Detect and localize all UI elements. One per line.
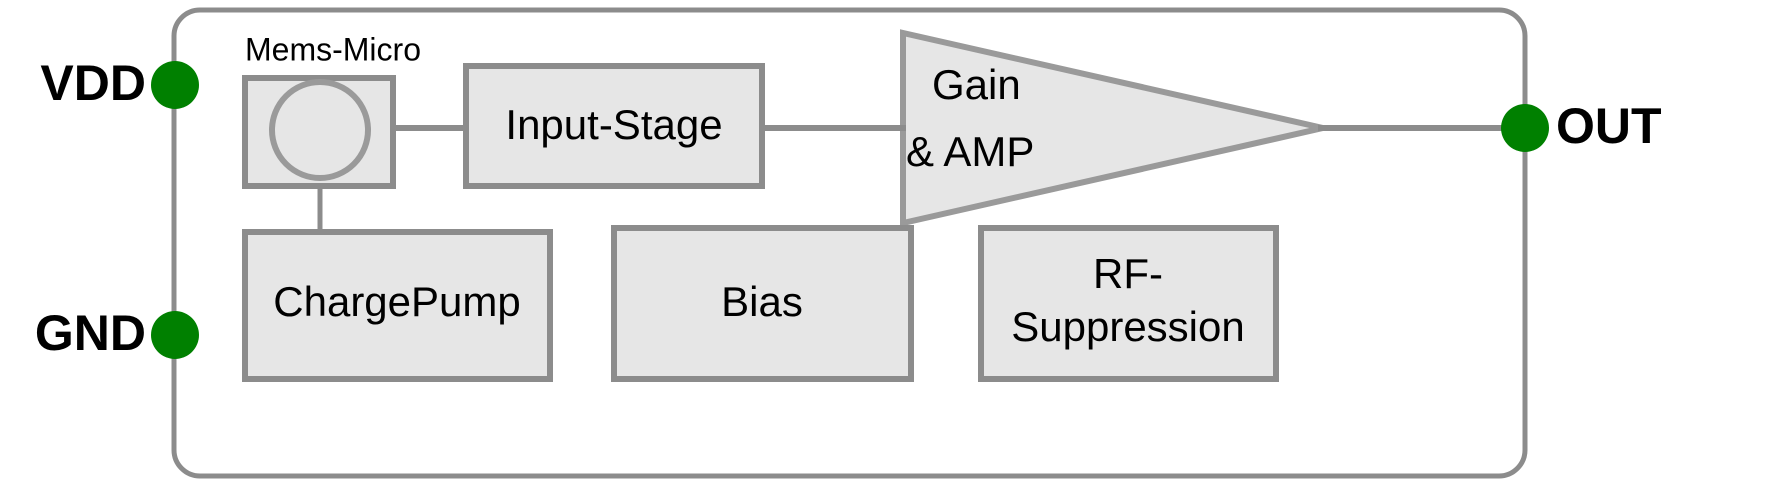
bias-rect: [611, 225, 914, 382]
block-input-stage[interactable]: Input-Stage: [463, 63, 765, 189]
block-rf-suppression[interactable]: RF- Suppression: [978, 225, 1279, 382]
rf-suppression-label-line2: Suppression: [1011, 303, 1244, 350]
mems-micro-caption: Mems-Micro: [245, 31, 421, 67]
microphone-circle-icon: [269, 79, 371, 181]
rf-suppression-label-line1: RF-: [1093, 250, 1163, 297]
block-charge-pump[interactable]: ChargePump: [242, 229, 553, 382]
pin-label-gnd: GND: [35, 305, 146, 361]
pin-label-vdd: VDD: [40, 55, 146, 111]
pin-node-vdd[interactable]: [151, 61, 199, 109]
bias-label: Bias: [721, 278, 803, 325]
gain-amp-label-line2: & AMP: [906, 128, 1034, 175]
block-mems-micro[interactable]: [242, 75, 396, 189]
input-stage-label: Input-Stage: [505, 101, 722, 148]
charge-pump-rect: [242, 229, 553, 382]
block-gain-amp[interactable]: Gain & AMP: [900, 29, 1324, 227]
gain-amp-label-line1: Gain: [932, 61, 1021, 108]
pin-node-out[interactable]: [1501, 104, 1549, 152]
pin-label-out: OUT: [1556, 98, 1662, 154]
rf-suppression-rect: [978, 225, 1279, 382]
pin-node-gnd[interactable]: [151, 311, 199, 359]
charge-pump-label: ChargePump: [273, 278, 520, 325]
block-bias[interactable]: Bias: [611, 225, 914, 382]
